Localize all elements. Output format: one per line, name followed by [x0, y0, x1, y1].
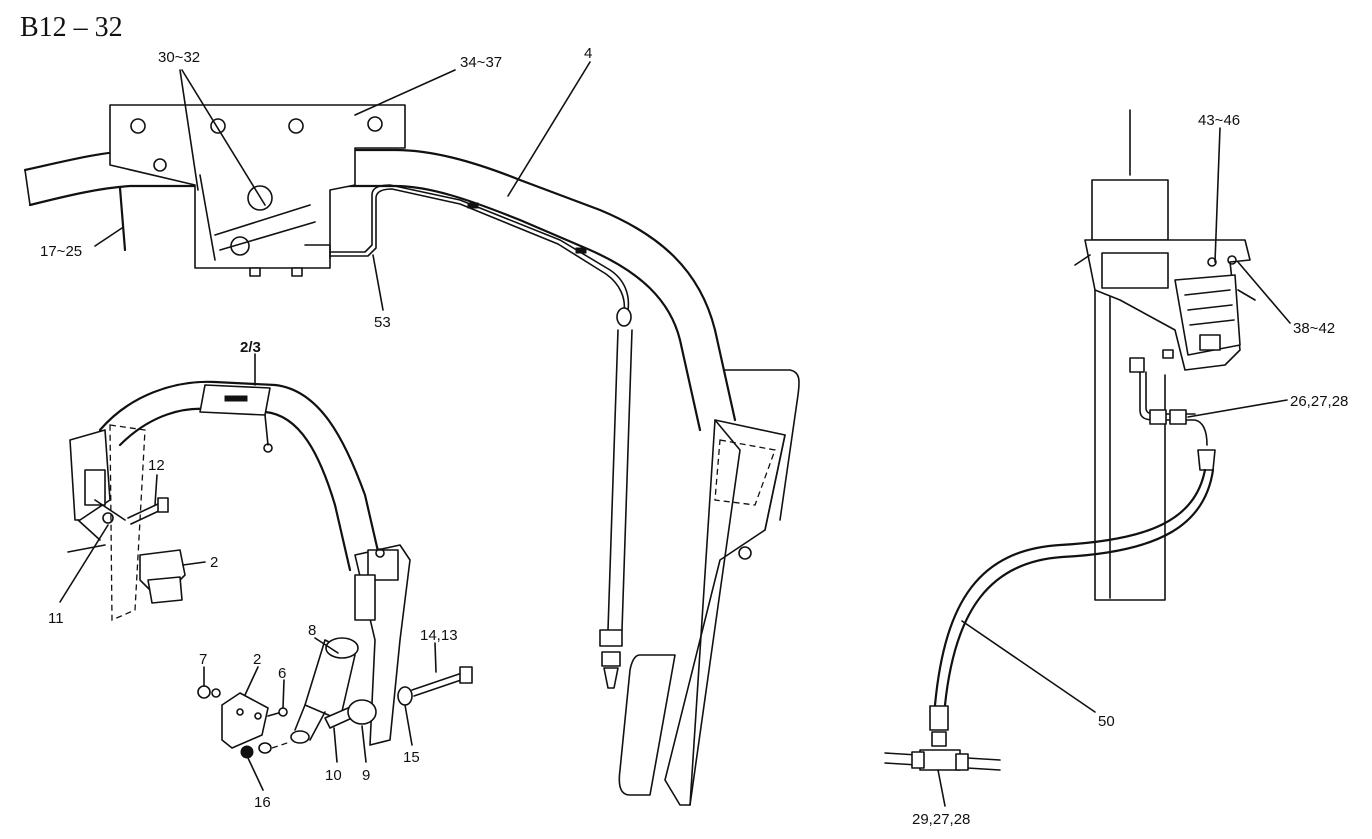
callout-34-37: 34~37	[460, 54, 502, 71]
callout-2-upper: 2	[210, 554, 218, 571]
vertical-hose	[599, 307, 633, 689]
bolt-12	[127, 497, 169, 525]
callout-7: 7	[199, 651, 207, 668]
callout-15: 15	[403, 749, 420, 766]
cab-mount-bracket	[109, 104, 406, 277]
pin-6	[267, 707, 288, 717]
diagram-title: B12 – 32	[20, 12, 123, 43]
hydraulic-line-53	[329, 184, 630, 313]
callout-10: 10	[325, 767, 342, 784]
leader-lines	[59, 61, 1291, 807]
callout-50: 50	[1098, 713, 1115, 730]
callout-12: 12	[148, 457, 165, 474]
washer-15	[397, 686, 413, 706]
callout-29-27-28: 29,27,28	[912, 811, 970, 828]
callout-8: 8	[308, 622, 316, 639]
callout-43-46: 43~46	[1198, 112, 1240, 129]
callout-38-42: 38~42	[1293, 320, 1335, 337]
callout-6: 6	[278, 665, 286, 682]
callout-2-lower: 2	[253, 651, 261, 668]
side-panel	[618, 369, 800, 806]
callout-14-13: 14,13	[420, 627, 458, 644]
callout-2-3: 2/3	[240, 339, 261, 356]
rubber-mount-2	[139, 549, 186, 604]
shock-absorber-8	[290, 637, 359, 744]
suspension-arch	[67, 380, 411, 746]
frame-column	[1091, 109, 1169, 601]
callout-17-25: 17~25	[40, 243, 82, 260]
nut-7	[197, 685, 221, 699]
support-rod	[118, 186, 127, 252]
tee-fitting	[884, 749, 1001, 771]
callout-30-32: 30~32	[158, 49, 200, 66]
hydraulic-line-26	[1139, 371, 1216, 471]
bushing-9	[347, 699, 377, 725]
callout-53: 53	[374, 314, 391, 331]
frame-beam	[23, 148, 737, 432]
valve-assembly	[1074, 239, 1256, 373]
callout-26-27-28: 26,27,28	[1290, 393, 1348, 410]
callout-9: 9	[362, 767, 370, 784]
callout-11: 11	[48, 610, 64, 627]
bolt-14	[411, 666, 473, 697]
bracket-2-lower	[221, 692, 269, 749]
nut-16	[240, 741, 291, 759]
flexible-hose-50	[929, 468, 1215, 747]
callout-4: 4	[584, 45, 592, 62]
callout-16: 16	[254, 794, 271, 811]
